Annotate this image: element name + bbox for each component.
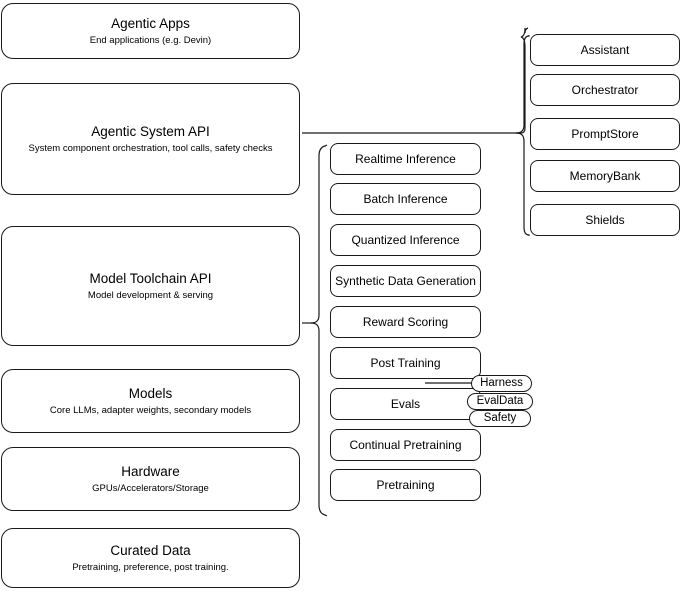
system-item-label: PromptStore	[571, 127, 639, 141]
toolchain-components-brace-lower	[310, 322, 328, 517]
system-item-assistant[interactable]: Assistant	[530, 34, 680, 66]
layer-title: Agentic Apps	[111, 16, 190, 31]
layer-subtitle: End applications (e.g. Devin)	[89, 35, 212, 46]
layer-agentic-apps[interactable]: Agentic Apps End applications (e.g. Devi…	[1, 3, 300, 59]
eval-chip-label: Harness	[480, 377, 523, 389]
toolchain-item-label: Batch Inference	[363, 192, 448, 206]
toolchain-item-label: Reward Scoring	[362, 315, 449, 329]
toolchain-item-quantized-inference[interactable]: Quantized Inference	[330, 224, 481, 256]
toolchain-item-label: Synthetic Data Generation	[335, 274, 476, 288]
toolchain-item-realtime-inference[interactable]: Realtime Inference	[330, 143, 481, 175]
toolchain-item-label: Post Training	[370, 356, 441, 370]
layer-title: Model Toolchain API	[89, 271, 212, 286]
toolchain-item-label: Continual Pretraining	[349, 438, 462, 452]
toolchain-item-batch-inference[interactable]: Batch Inference	[330, 183, 481, 215]
system-item-memorybank[interactable]: MemoryBank	[530, 160, 680, 192]
layer-title: Hardware	[121, 464, 180, 479]
system-item-label: MemoryBank	[569, 169, 641, 183]
layer-models[interactable]: Models Core LLMs, adapter weights, secon…	[1, 369, 300, 433]
toolchain-item-synthetic-data-generation[interactable]: Synthetic Data Generation	[330, 265, 481, 297]
layer-title: Curated Data	[110, 543, 191, 558]
toolchain-item-label: Quantized Inference	[351, 233, 460, 247]
system-item-shields[interactable]: Shields	[530, 204, 680, 236]
toolchain-item-label: Evals	[390, 397, 421, 411]
toolchain-item-evals[interactable]: Evals	[330, 388, 481, 420]
layer-subtitle: Core LLMs, adapter weights, secondary mo…	[49, 405, 252, 416]
layer-agentic-system-api[interactable]: Agentic System API System component orch…	[1, 83, 300, 195]
system-components-brace-lower	[515, 132, 530, 236]
toolchain-item-post-training[interactable]: Post Training	[330, 347, 481, 379]
toolchain-item-continual-pretraining[interactable]: Continual Pretraining	[330, 429, 481, 461]
layer-title: Agentic System API	[91, 124, 210, 139]
system-item-orchestrator[interactable]: Orchestrator	[530, 74, 680, 106]
toolchain-item-label: Pretraining	[376, 478, 435, 492]
eval-chip-safety[interactable]: Safety	[469, 410, 531, 427]
eval-chip-label: EvalData	[476, 395, 524, 407]
system-item-label: Assistant	[580, 43, 630, 57]
toolchain-item-label: Realtime Inference	[355, 152, 456, 166]
system-components-brace-outline	[515, 35, 530, 134]
toolchain-item-pretraining[interactable]: Pretraining	[330, 469, 481, 501]
layer-subtitle: Model development & serving	[87, 290, 214, 301]
layer-title: Models	[128, 386, 173, 401]
eval-chip-evaldata[interactable]: EvalData	[467, 393, 533, 410]
layer-subtitle: GPUs/Accelerators/Storage	[92, 483, 209, 494]
layer-subtitle: System component orchestration, tool cal…	[28, 143, 273, 154]
toolchain-item-reward-scoring[interactable]: Reward Scoring	[330, 306, 481, 338]
layer-curated-data[interactable]: Curated Data Pretraining, preference, po…	[1, 528, 300, 588]
system-item-label: Shields	[585, 213, 625, 227]
toolchain-components-brace-upper	[310, 144, 328, 324]
eval-chip-harness[interactable]: Harness	[471, 375, 532, 392]
layer-subtitle: Pretraining, preference, post training.	[72, 562, 229, 573]
layer-model-toolchain-api[interactable]: Model Toolchain API Model development & …	[1, 226, 300, 346]
eval-chip-label: Safety	[483, 412, 517, 424]
system-item-label: Orchestrator	[571, 83, 639, 97]
system-item-promptstore[interactable]: PromptStore	[530, 118, 680, 150]
system-components-brace	[516, 27, 529, 134]
layer-hardware[interactable]: Hardware GPUs/Accelerators/Storage	[1, 447, 300, 511]
